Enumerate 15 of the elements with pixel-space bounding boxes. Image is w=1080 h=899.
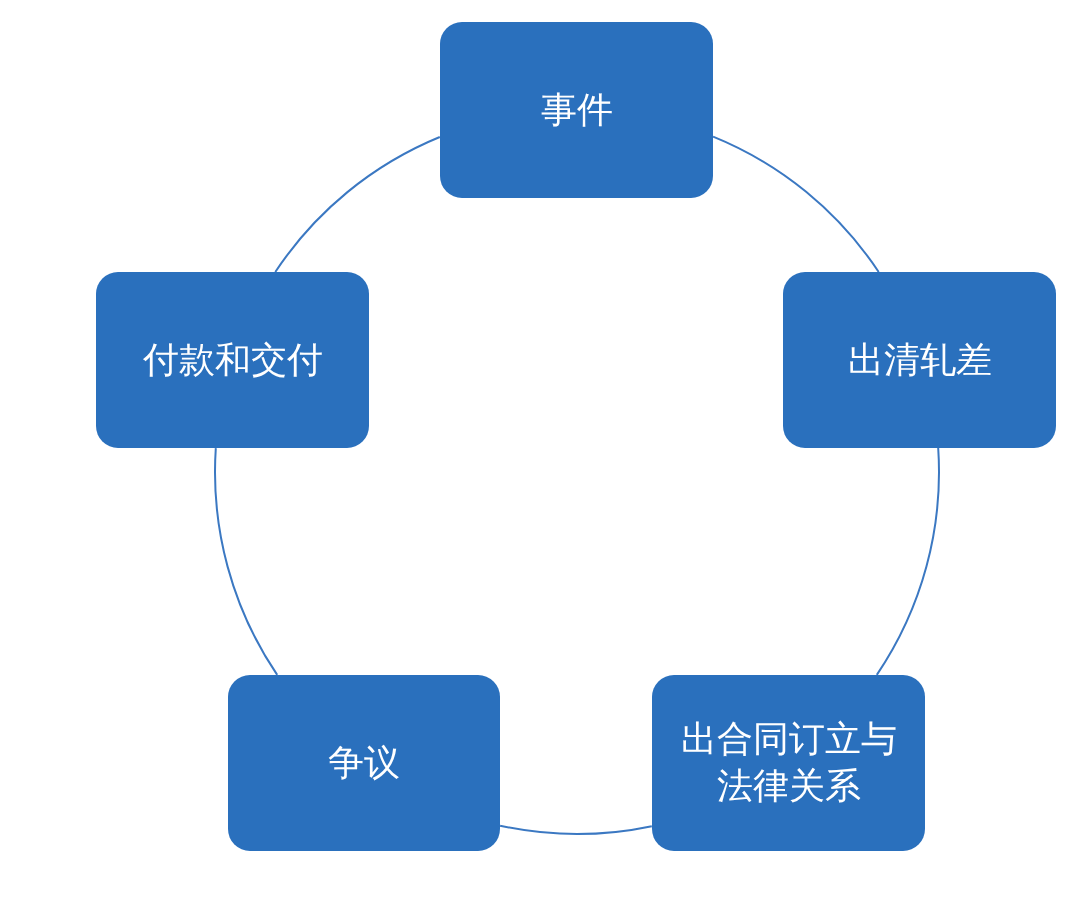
connector-arc <box>274 136 441 273</box>
connector-arc <box>214 447 279 676</box>
box-label: 争议 <box>328 740 400 785</box>
process-box <box>783 272 1056 448</box>
process-box <box>652 675 925 851</box>
connector-arc <box>875 447 940 676</box>
box-label: 出合同订立与法律关系 <box>679 717 898 808</box>
box-label: 付款和交付 <box>142 337 323 382</box>
process-box <box>96 272 369 448</box>
process-box <box>440 22 713 198</box>
process-box <box>228 675 500 851</box>
connector-arc <box>712 135 880 273</box>
box-label: 事件 <box>540 87 613 132</box>
connector-arc <box>499 824 653 835</box>
box-label: 出清轧差 <box>847 337 992 382</box>
